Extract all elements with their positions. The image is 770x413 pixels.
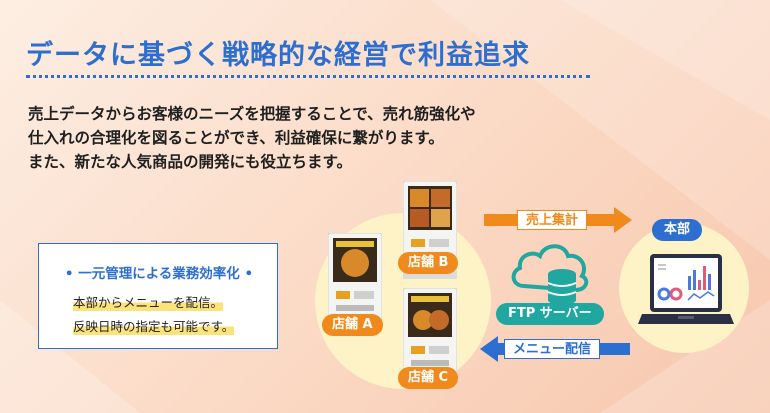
ftp-server-label: FTP サーバー — [496, 303, 604, 325]
description-line-2: 仕入れの合理化を図ることができ、利益確保に繋がります。 — [28, 129, 444, 147]
shop-b-label: 店舗 B — [398, 252, 459, 274]
laptop-icon — [638, 254, 734, 324]
shop-a-label: 店舗 A — [322, 314, 383, 336]
info-box-line-2: 反映日時の指定も可能です。 — [73, 316, 235, 335]
description-line-3: また、新たな人気商品の開発にも役立ちます。 — [28, 153, 352, 171]
info-box: • 一元管理による業務効率化 • 本部からメニューを配信。 反映日時の指定も可能… — [38, 243, 278, 349]
page-title: データに基づく戦略的な経営で利益追求 — [26, 40, 530, 71]
menu-delivery-label: メニュー配信 — [504, 339, 601, 359]
vending-machine-c — [403, 288, 457, 386]
description: 売上データからお客様のニーズを把握することで、売れ筋強化や 仕入れの合理化を図る… — [28, 102, 476, 174]
headquarters-label: 本部 — [652, 219, 703, 241]
title-dotted-underline — [26, 75, 590, 78]
sales-total-label: 売上集計 — [517, 210, 588, 230]
info-box-line-1: 本部からメニューを配信。 — [73, 292, 224, 311]
cloud-database-icon — [511, 244, 589, 305]
shop-c-label: 店舗 C — [398, 367, 459, 389]
info-box-title: • 一元管理による業務効率化 • — [64, 266, 254, 282]
description-line-1: 売上データからお客様のニーズを把握することで、売れ筋強化や — [28, 105, 476, 123]
vending-machine-a — [328, 233, 382, 331]
